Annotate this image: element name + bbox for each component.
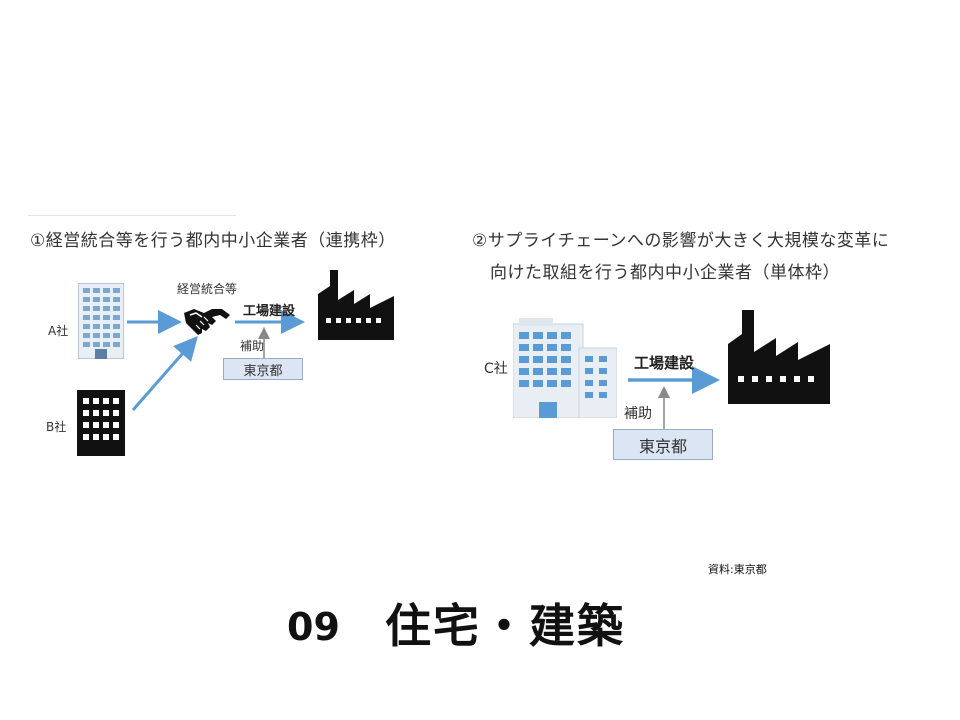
panel-1-arrows: [0, 0, 460, 460]
panel-2-arrows: [628, 366, 720, 430]
panel-2-title-line-1: ②サプライチェーンへの影響が大きく大規模な変革に: [472, 231, 890, 251]
subsidy-label-2: 補助: [624, 406, 652, 422]
company-b-building-icon: [75, 390, 127, 456]
panel-1-title: ①経営統合等を行う都内中小企業者（連携枠）: [30, 231, 396, 251]
panel-1: ①経営統合等を行う都内中小企業者（連携枠）: [0, 210, 450, 460]
factory-icon-2: [728, 310, 830, 404]
tokyo-box-1: 東京都: [223, 358, 303, 380]
factory-construction-label-2: 工場建設: [634, 354, 695, 372]
tokyo-box-2: 東京都: [613, 429, 713, 460]
source-label: 資料:東京都: [708, 563, 767, 576]
merger-label: 経営統合等: [177, 282, 238, 296]
company-a-label: A社: [48, 324, 69, 338]
subsidy-label-1: 補助: [240, 339, 265, 353]
panel-1-top-rule: [28, 215, 236, 216]
company-c-label: C社: [484, 361, 508, 377]
company-a-building-icon: [78, 283, 124, 359]
factory-icon-1: [318, 270, 394, 340]
arrow-b-to-merger: [131, 335, 198, 411]
section-number: 09: [287, 605, 340, 649]
section-title: 住宅・建築: [385, 599, 625, 653]
company-c-building-icon: [513, 318, 617, 418]
handshake-icon: [182, 303, 232, 339]
factory-construction-label-1: 工場建設: [243, 304, 296, 319]
panel-2-title-line-2: 向けた取組を行う都内中小企業者（単体枠）: [490, 263, 840, 283]
company-b-label: B社: [46, 420, 67, 434]
